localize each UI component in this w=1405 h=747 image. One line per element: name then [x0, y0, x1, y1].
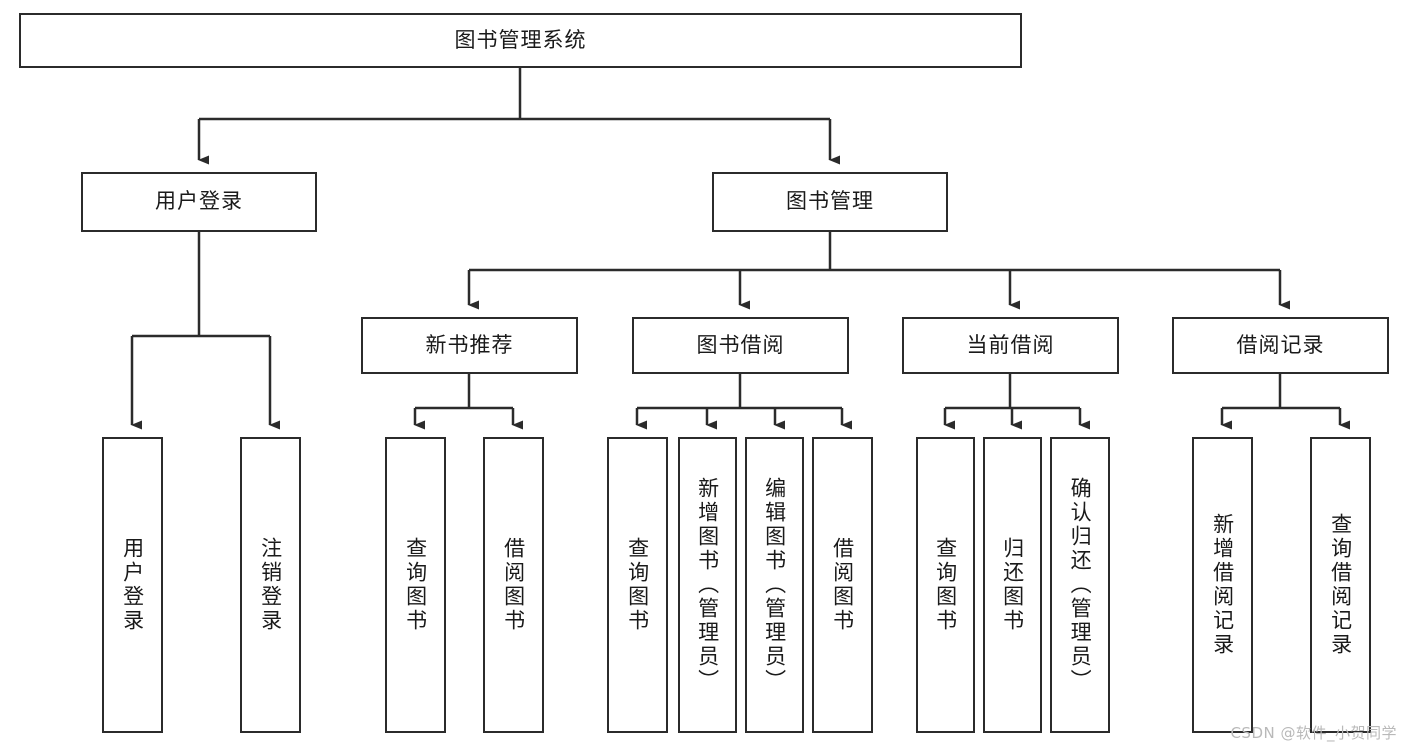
node-leaf-edit-book[interactable]: 编辑图书（管理员） — [745, 437, 804, 733]
node-leaf-query-book-cur[interactable]: 查询图书 — [916, 437, 975, 733]
node-label-leaf-logout: 注销登录 — [258, 537, 283, 633]
node-label-leaf-borrow-book: 借阅图书 — [830, 537, 855, 633]
node-leaf-return-book[interactable]: 归还图书 — [983, 437, 1042, 733]
node-leaf-borrow-book[interactable]: 借阅图书 — [812, 437, 873, 733]
node-leaf-add-record[interactable]: 新增借阅记录 — [1192, 437, 1253, 733]
node-label-new-book-rec: 新书推荐 — [425, 332, 514, 357]
node-label-root: 图书管理系统 — [454, 27, 587, 52]
node-leaf-borrow-book-rec[interactable]: 借阅图书 — [483, 437, 544, 733]
node-leaf-confirm-return[interactable]: 确认归还（管理员） — [1050, 437, 1110, 733]
node-root[interactable]: 图书管理系统 — [19, 13, 1022, 68]
node-label-borrow-record: 借阅记录 — [1236, 332, 1325, 357]
node-label-leaf-user-login: 用户登录 — [120, 537, 145, 633]
node-book-manage[interactable]: 图书管理 — [712, 172, 948, 232]
node-label-leaf-query-book-rec: 查询图书 — [403, 537, 428, 633]
node-user-login[interactable]: 用户登录 — [81, 172, 317, 232]
node-label-leaf-confirm-return: 确认归还（管理员） — [1068, 477, 1093, 693]
node-label-leaf-add-record: 新增借阅记录 — [1210, 513, 1235, 657]
node-borrow-record[interactable]: 借阅记录 — [1172, 317, 1389, 374]
node-leaf-query-book-borrow[interactable]: 查询图书 — [607, 437, 668, 733]
node-label-current-borrow: 当前借阅 — [966, 332, 1055, 357]
node-leaf-add-book[interactable]: 新增图书（管理员） — [678, 437, 737, 733]
node-book-borrow[interactable]: 图书借阅 — [632, 317, 849, 374]
node-leaf-query-record[interactable]: 查询借阅记录 — [1310, 437, 1371, 733]
node-label-leaf-query-record: 查询借阅记录 — [1328, 513, 1353, 657]
node-label-leaf-query-book-cur: 查询图书 — [933, 537, 958, 633]
node-label-leaf-add-book: 新增图书（管理员） — [695, 477, 720, 693]
node-leaf-logout[interactable]: 注销登录 — [240, 437, 301, 733]
node-label-leaf-borrow-book-rec: 借阅图书 — [501, 537, 526, 633]
node-label-leaf-edit-book: 编辑图书（管理员） — [762, 477, 787, 693]
node-label-leaf-return-book: 归还图书 — [1000, 537, 1025, 633]
node-label-book-borrow: 图书借阅 — [696, 332, 785, 357]
csdn-watermark: CSDN @软件_小贺同学 — [1230, 724, 1397, 742]
node-label-user-login: 用户登录 — [155, 189, 243, 214]
node-leaf-query-book-rec[interactable]: 查询图书 — [385, 437, 446, 733]
node-leaf-user-login[interactable]: 用户登录 — [102, 437, 163, 733]
node-current-borrow[interactable]: 当前借阅 — [902, 317, 1119, 374]
node-label-leaf-query-book-borrow: 查询图书 — [625, 537, 650, 633]
node-label-book-manage: 图书管理 — [786, 189, 874, 214]
node-new-book-rec[interactable]: 新书推荐 — [361, 317, 578, 374]
